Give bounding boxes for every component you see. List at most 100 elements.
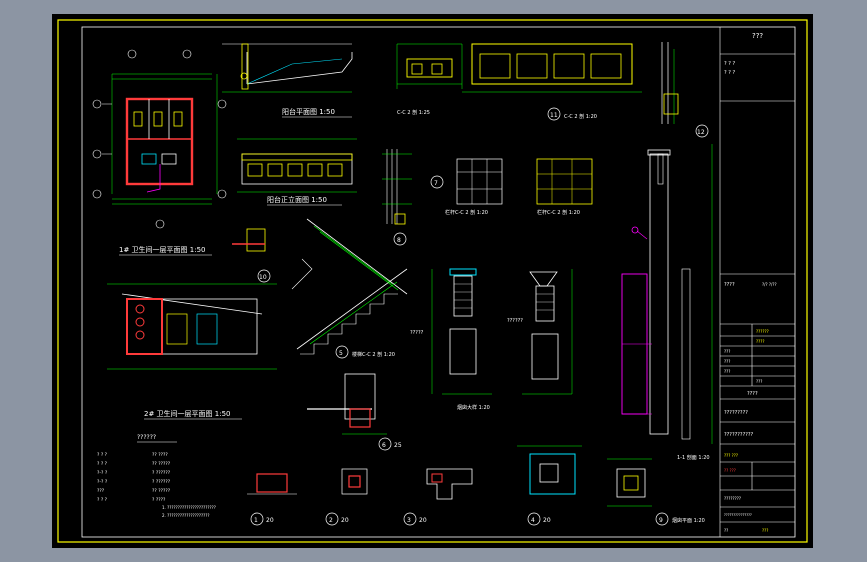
rail-c-title: C-C 2 剖 1:20: [564, 113, 597, 120]
detail-3: [426, 468, 473, 500]
chimney-elevation-2: [522, 269, 573, 395]
detail-1: [247, 473, 297, 495]
wc2-plan-title: 2# 卫生间一层平面图 1:50: [144, 409, 231, 418]
drawing-canvas[interactable]: ??? ? ? ? ? ? ? ???? ?/? ?/?? ?????? ???…: [52, 14, 813, 548]
cad-viewport[interactable]: ??? ? ? ? ? ? ? ???? ?/? ?/?? ?????? ???…: [52, 14, 813, 548]
title-footer-note: ???????????????: [724, 513, 752, 517]
title-block: [719, 27, 795, 537]
detail-4: [517, 445, 582, 495]
detail-callout-11-num: 11: [550, 112, 558, 119]
wall-section: [621, 144, 713, 444]
sheet-border: [57, 19, 808, 543]
detail-callout-8: [393, 232, 407, 246]
chimney-cap-label: ?????: [410, 330, 424, 336]
title-scale: ???: [762, 528, 768, 533]
legend-item2-5: ?? ?????: [152, 488, 171, 494]
balcony-plan-title: 阳台平面图 1:50: [282, 107, 335, 116]
legend-item-3: ?-? ?: [97, 470, 108, 476]
detail-callout-2-num: 2: [329, 517, 333, 524]
title-row-2: ????: [756, 339, 765, 344]
legend-note-2: 2. ????????????????????: [162, 513, 210, 518]
title-date: ??: [724, 528, 728, 533]
detail-callout-11: [547, 107, 561, 121]
detail-3-scale: 20: [419, 517, 427, 524]
detail-callout-2: [325, 512, 339, 526]
legend-item-1: ? ? ?: [97, 452, 108, 458]
wc1-plan-drawing: [92, 49, 227, 229]
rail-detail-a: [456, 158, 503, 205]
detail-callout-4: [527, 512, 541, 526]
wc1-plan-title: 1# 卫生间一层平面图 1:50: [119, 245, 206, 254]
detail-callout-3: [403, 512, 417, 526]
detail-4-scale: 20: [543, 517, 551, 524]
rail-top-title: C-C 2 剖 1:25: [397, 109, 430, 116]
title-row-3: ???: [724, 349, 730, 354]
chimney-elevation-1: [431, 268, 492, 395]
detail-callout-5: [335, 345, 349, 359]
detail-callout-12: [695, 124, 709, 138]
detail-6: [307, 373, 387, 435]
chimney-elev-title: 烟囱大样 1:20: [457, 404, 490, 411]
chimney-plan: [607, 458, 652, 507]
legend-item2-1: ?? ????: [152, 452, 168, 458]
detail-callout-7: [430, 175, 444, 189]
vertical-detail-12: [661, 42, 679, 124]
detail-callout-8-num: 8: [397, 237, 401, 244]
legend-item-6: ? ? ?: [97, 497, 108, 503]
detail-callout-10-num: 10: [259, 274, 267, 281]
detail-1-scale: 20: [266, 517, 274, 524]
chimney-plan-title: 烟囱平面 1:20: [672, 517, 705, 524]
legend-item2-2: ?? ?????: [152, 461, 171, 467]
legend-item-2: ? ? ?: [97, 461, 108, 467]
legend-note-1: 1. ???????????????????????: [162, 505, 216, 510]
title-top-label: ???: [752, 32, 763, 40]
legend-item-5: ???: [97, 488, 105, 494]
detail-callout-10: [257, 269, 271, 283]
legend-item2-6: ? ????: [152, 497, 166, 503]
detail-callout-1-num: 1: [254, 517, 258, 524]
wall-section-title: 1-1 剖面 1:20: [677, 454, 710, 461]
detail-callout-5-num: 5: [339, 350, 343, 357]
rail-top-detail: [396, 43, 463, 89]
detail-callout-6: [378, 437, 392, 451]
detail-6-scale: 25: [394, 442, 402, 449]
detail-callout-7-num: 7: [434, 180, 438, 187]
title-row-5: ???: [724, 369, 730, 374]
title-drawing-title: ???????????: [724, 432, 754, 438]
inner-frame: [81, 26, 796, 538]
legend-title: ??????: [137, 434, 156, 441]
title-row-1: ??????: [756, 329, 769, 334]
detail-callout-3-num: 3: [407, 517, 411, 524]
title-mid-label: ????: [724, 282, 735, 288]
stair-section: [291, 218, 408, 355]
title-top-line-1: ? ? ?: [724, 61, 735, 67]
stair-detail-title: 楼梯C-C 2 剖 1:20: [352, 351, 395, 358]
title-row-4: ???: [724, 359, 730, 364]
balcony-elevation-title: 阳台正立面图 1:50: [267, 195, 327, 204]
detail-callout-12-num: 12: [697, 129, 705, 136]
detail-2: [341, 468, 368, 495]
wc2-plan-drawing: [107, 283, 277, 370]
rail-detail-b: [536, 158, 593, 205]
detail-callout-1: [250, 512, 264, 526]
window-elevation: [462, 43, 642, 93]
title-sheet-label: ????: [747, 391, 758, 397]
detail-callout-4-num: 4: [531, 517, 535, 524]
title-mid-small: ?/? ?/??: [762, 282, 777, 287]
detail-callout-9: [655, 512, 669, 526]
rail-detail-b-title: 栏杆C-C 2 剖 1:20: [537, 209, 580, 216]
detail-2-scale: 20: [341, 517, 349, 524]
detail-callout-9-num: 9: [659, 517, 663, 524]
legend-item2-3: ? ??????: [152, 470, 171, 476]
rail-detail-7: [382, 149, 412, 225]
detail-callout-6-num: 6: [382, 442, 386, 449]
legend-item-4: ?-? ?: [97, 479, 108, 485]
balcony-elevation-drawing: [237, 138, 357, 193]
detail-10: [232, 228, 266, 252]
rail-detail-a-title: 栏杆C-C 2 剖 1:20: [445, 209, 488, 216]
chimney-body-label: ??????: [507, 318, 523, 324]
legend-item2-4: ? ??????: [152, 479, 171, 485]
title-row-6: ???: [756, 379, 762, 384]
title-drawing-no: ?? ???: [724, 468, 736, 473]
title-project: ?????????: [724, 410, 748, 416]
